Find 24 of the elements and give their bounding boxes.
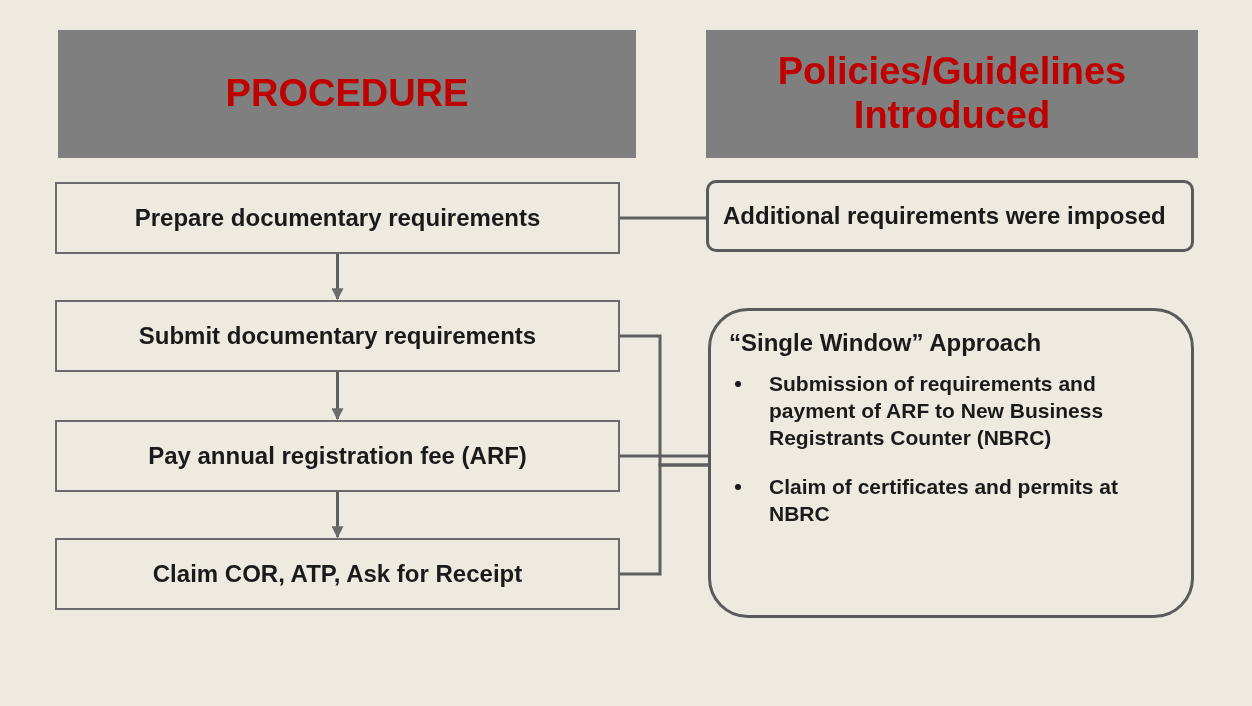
arrow [331,254,344,301]
header-title: PROCEDURE [225,72,469,116]
process-box [55,300,620,372]
connector-line [620,463,708,576]
step-label: Submit documentary requirements [138,322,537,350]
process-box [55,538,620,610]
policy-box [706,180,1194,252]
process-box [55,182,620,254]
header-title: Policies/Guidelines Introduced [776,50,1128,138]
bullet-text: Claim of certificates and permits at NBRC [769,473,1119,527]
policy-box [708,308,1194,618]
policy-heading: “Single Window” Approach [729,329,1043,357]
header-banner [58,30,636,158]
arrow [331,372,344,421]
connector-line [620,454,709,458]
bullet-text: Submission of requirements and payment of ARF to New Business Registrants Counter (NBRC) [769,371,1105,451]
arrow [331,492,344,539]
step-label: Pay annual registration fee (ARF) [148,442,527,470]
process-box [55,420,620,492]
step-label: Claim COR, ATP, Ask for Receipt [152,560,523,588]
header-banner [706,30,1198,158]
policy-text: Additional requirements were imposed [723,201,1167,232]
step-label: Prepare documentary requirements [134,204,541,232]
connector-line [620,216,707,220]
